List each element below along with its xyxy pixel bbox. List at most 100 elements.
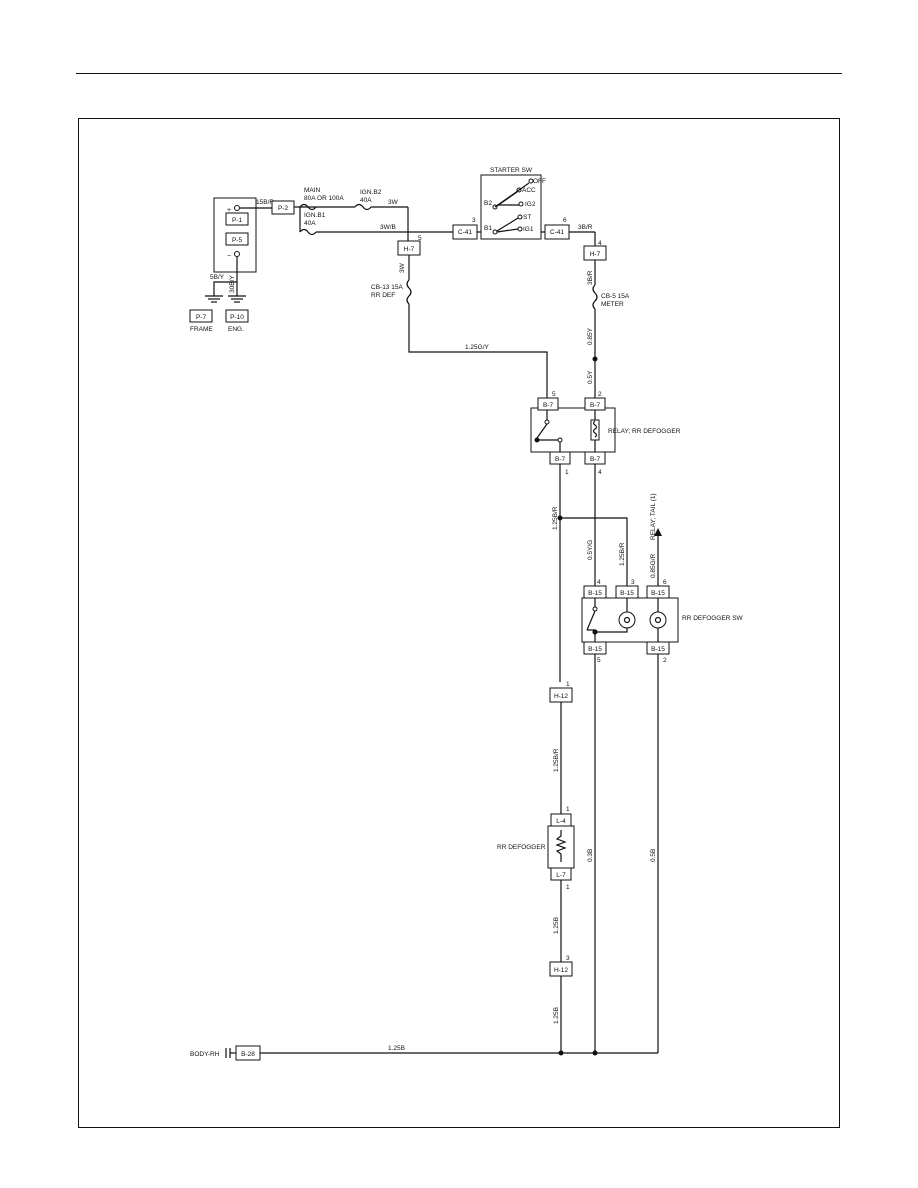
wire-3br-label: 3B/R xyxy=(578,224,593,231)
switch-conn-b2-label: B-15 xyxy=(651,646,665,653)
conn-p2-label: P-2 xyxy=(278,205,289,212)
wire-125br-a-label: 1.25B/R xyxy=(552,506,559,530)
switch-pin-t2: 3 xyxy=(631,579,635,586)
diagram-frame xyxy=(78,118,840,1128)
defogger-label: RR DEFOGGER xyxy=(497,844,546,851)
starter-contact-st xyxy=(517,214,523,220)
relay-junction xyxy=(557,437,563,443)
wire-085y-label: 0.85Y xyxy=(587,327,594,345)
relay-pin-tl: 5 xyxy=(552,391,556,398)
wire-125br-c-label: 1.25B/R xyxy=(553,748,560,772)
relay-conn-tr-label: B-7 xyxy=(590,402,601,409)
relay-pin-br: 4 xyxy=(598,469,602,476)
starter-blade-st xyxy=(496,217,519,232)
wire-left-3w-label: 3W xyxy=(399,262,406,273)
wire-085gr-label: 0.85G/R xyxy=(650,553,657,578)
wire-125b-c-label: 1.25B xyxy=(388,1045,405,1052)
relay-conn-bl-label: B-7 xyxy=(555,456,566,463)
starter-switch: STARTER SW OFF ACC IG2 ST IG1 B2 B1 xyxy=(480,167,546,240)
wire-125b-a-label: 1.25B xyxy=(553,917,560,934)
wire-3wb-label: 3W/B xyxy=(380,224,396,231)
ground-frame-label: FRAME xyxy=(190,326,213,333)
starter-b1: B1 xyxy=(484,225,492,232)
defogger-pin-top: 1 xyxy=(566,806,570,813)
conn-h7-right-pin: 4 xyxy=(598,240,602,247)
rr-defogger: L-4 1 L-7 1 RR DEFOGGER xyxy=(497,806,575,891)
starter-ig1: IG1 xyxy=(523,226,534,233)
wire-125br-b xyxy=(560,517,628,586)
switch-label: RR DEFOGGER SW xyxy=(682,615,744,622)
conn-p5 xyxy=(225,232,249,246)
conn-p1 xyxy=(225,212,249,226)
conn-p7 xyxy=(189,309,213,323)
conn-c41-right-label: C-41 xyxy=(550,229,564,236)
fuse-ignb2-label2: 40A xyxy=(360,197,372,204)
fuse-ignb2 xyxy=(354,203,372,211)
junction-ground-1 xyxy=(558,1050,564,1056)
starter-off: OFF xyxy=(533,178,546,185)
fuse-cb5 xyxy=(592,284,598,310)
wire-right-3br-label: 3B/R xyxy=(587,270,594,285)
switch-lamp1-filament xyxy=(623,616,631,624)
relay-contact xyxy=(544,419,550,425)
fuse-ignb1-label1: IGN.B1 xyxy=(304,212,326,219)
conn-h7-right-label: H-7 xyxy=(590,251,601,258)
fuse-cb13 xyxy=(406,279,412,305)
body-ground-label: BODY-RH xyxy=(190,1051,220,1058)
fuse-cb5-label2: METER xyxy=(601,301,624,308)
defogger-conn-bottom-label: L-7 xyxy=(556,872,566,879)
starter-ig2: IG2 xyxy=(525,201,536,208)
battery-minus: − xyxy=(227,253,231,260)
battery-minus-terminal xyxy=(234,251,240,257)
fuse-cb5-label1: CB-5 15A xyxy=(601,293,630,300)
conn-h7-left-pin: 5 xyxy=(418,235,422,242)
wire-30by-label: 30B/Y xyxy=(229,275,236,293)
switch-conn-t2-label: B-15 xyxy=(620,590,634,597)
wire-05y-label: 0.5Y xyxy=(587,370,594,384)
relay-rr-defogger: B-7 5 B-7 2 B-7 1 B-7 4 RELAY; RR DEFOGG… xyxy=(530,391,681,476)
switch-junction xyxy=(592,629,598,635)
relay-pin-tr: 2 xyxy=(598,391,602,398)
defogger-conn-top-label: L-4 xyxy=(556,818,566,825)
wire-5by-label: 5B/Y xyxy=(210,274,225,281)
relay-blade xyxy=(536,423,548,439)
conn-h12-top-pin: 1 xyxy=(566,681,570,688)
relay-pin-bl: 1 xyxy=(565,469,569,476)
wire-15br-label: 15B/R xyxy=(256,199,274,206)
wire-125br-b-label: 1.25B/R xyxy=(619,542,626,566)
relay-coil-winding xyxy=(592,420,598,438)
fuse-main-label2: 80A OR 100A xyxy=(304,195,344,202)
conn-h7-left-label: H-7 xyxy=(404,246,415,253)
fuse-cb13-label2: RR DEF xyxy=(371,292,395,299)
conn-p1-label: P-1 xyxy=(232,217,243,224)
rr-defogger-switch: B-15 4 B-15 3 B-15 6 B-15 5 B-15 2 RR DE… xyxy=(581,579,744,664)
wire-125b-b-label: 1.25B xyxy=(553,1007,560,1024)
fuse-ignb2-label1: IGN.B2 xyxy=(360,189,382,196)
battery: + P-1 P-5 − xyxy=(213,197,257,273)
starter-contact-off xyxy=(528,178,534,184)
switch-pin-t1: 4 xyxy=(597,579,601,586)
switch-conn-t1-label: B-15 xyxy=(588,590,602,597)
battery-plus: + xyxy=(227,207,231,214)
conn-p10-label: P-10 xyxy=(230,314,244,321)
conn-p7-label: P-7 xyxy=(196,314,207,321)
conn-b28-label: B-28 xyxy=(241,1051,255,1058)
starter-b2: B2 xyxy=(484,200,492,207)
wire-p2-bus xyxy=(294,206,301,232)
relay-box xyxy=(530,407,616,453)
relay-conn-tl-label: B-7 xyxy=(543,402,554,409)
switch-pin-b2: 2 xyxy=(663,657,667,664)
switch-lamp1 xyxy=(618,611,636,629)
starter-title: STARTER SW xyxy=(490,167,533,174)
wire-3w-label: 3W xyxy=(388,199,399,206)
starter-acc: ACC xyxy=(522,187,536,194)
fuse-cb13-label1: CB-13 15A xyxy=(371,284,403,291)
conn-c41-left-label: C-41 xyxy=(458,229,472,236)
arrow-relay-tail xyxy=(654,528,662,536)
switch-pin-t3: 6 xyxy=(663,579,667,586)
starter-blade-acc xyxy=(496,191,518,207)
switch-pin-b1: 5 xyxy=(597,657,601,664)
wire-5by xyxy=(213,281,237,296)
wire-relay-tail-label: RELAY; TAIL (1) xyxy=(650,493,657,540)
wire-125gy-label: 1.25G/Y xyxy=(465,344,490,351)
